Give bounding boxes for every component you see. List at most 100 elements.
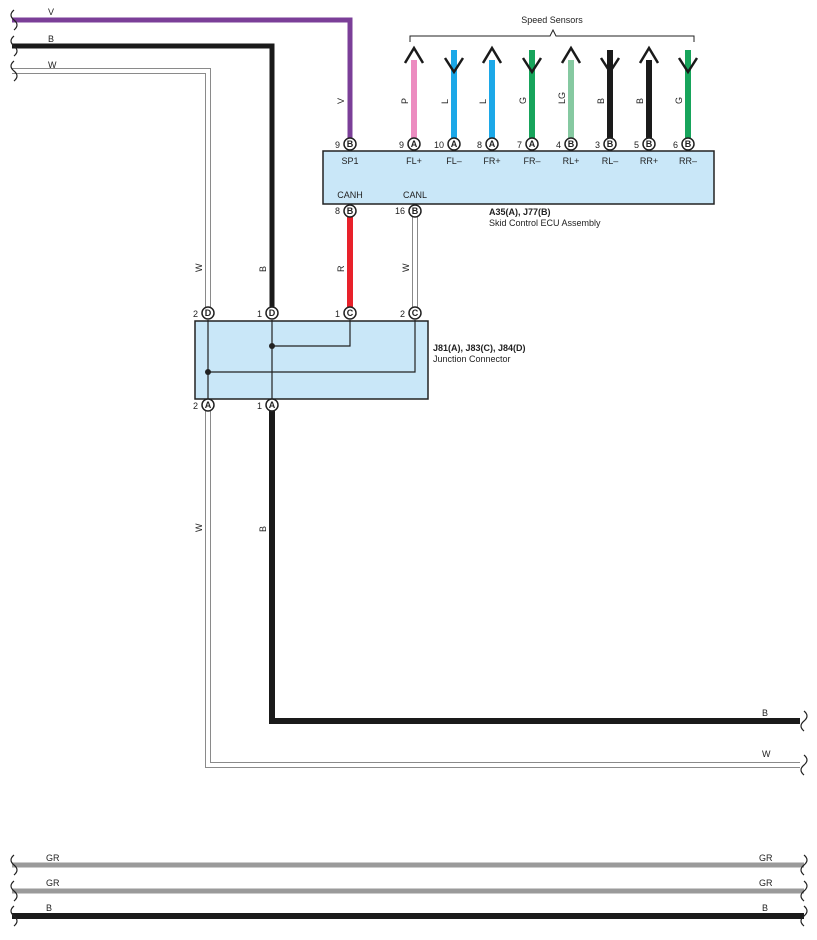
junction-node — [269, 343, 275, 349]
arrow-down-icon — [599, 57, 621, 75]
svg-text:A: A — [489, 139, 496, 149]
pin-rr-minus: 6 B RR– — [673, 137, 697, 166]
svg-text:B: B — [596, 98, 606, 104]
arrow-down-icon — [677, 57, 699, 75]
svg-text:B: B — [635, 98, 645, 104]
wire-w-lower — [205, 410, 800, 768]
wire-b-lower — [269, 410, 800, 724]
junction-bottom-pins: 2 A 1 A — [193, 398, 279, 412]
left-break-marks — [10, 9, 18, 82]
arrow-up-icon — [481, 45, 503, 64]
svg-text:GR: GR — [46, 878, 60, 888]
pin-rl-minus: 3 B RL– — [595, 137, 619, 166]
svg-text:B: B — [607, 139, 614, 149]
svg-text:2: 2 — [193, 401, 198, 411]
svg-text:LG: LG — [557, 92, 567, 104]
svg-text:B: B — [347, 206, 354, 216]
pin-fl-minus: 10 A FL– — [434, 137, 462, 166]
bottom-wires: GR GR GR GR B B — [12, 853, 804, 919]
svg-text:9: 9 — [335, 140, 340, 150]
ecu-name: Skid Control ECU Assembly — [489, 218, 601, 228]
label-wire-v-vertical: V — [336, 98, 346, 104]
svg-text:1: 1 — [335, 309, 340, 319]
ecu-code: A35(A), J77(B) — [489, 207, 551, 217]
bottom-break-marks — [10, 854, 808, 927]
pin-rr-plus: 5 B RR+ — [634, 137, 658, 166]
arrow-up-icon — [638, 45, 660, 64]
label-wire-w-vertical: W — [194, 263, 204, 272]
label-wire-b-lower: B — [258, 526, 268, 532]
svg-text:5: 5 — [634, 140, 639, 150]
junction-node — [205, 369, 211, 375]
svg-text:GR: GR — [46, 853, 60, 863]
svg-text:4: 4 — [556, 140, 561, 150]
svg-text:FR+: FR+ — [483, 156, 500, 166]
svg-text:P: P — [400, 98, 410, 104]
svg-text:G: G — [518, 97, 528, 104]
svg-text:RL–: RL– — [602, 156, 619, 166]
svg-text:2: 2 — [193, 309, 198, 319]
label-wire-b-vertical: B — [258, 266, 268, 272]
svg-text:B: B — [762, 903, 768, 913]
svg-text:10: 10 — [434, 140, 444, 150]
right-break-marks — [800, 710, 808, 776]
svg-text:A: A — [205, 400, 212, 410]
arrow-down-icon — [443, 57, 465, 75]
svg-text:B: B — [646, 139, 653, 149]
pin-sp1: 9 B SP1 — [335, 137, 359, 166]
wire-v-sp1 — [12, 17, 353, 142]
svg-text:1: 1 — [257, 401, 262, 411]
svg-text:D: D — [269, 308, 276, 318]
svg-text:CANL: CANL — [403, 190, 427, 200]
junction-internal-lines — [207, 320, 416, 400]
svg-text:A: A — [411, 139, 418, 149]
wire-b-junction — [12, 43, 275, 310]
svg-text:GR: GR — [759, 853, 773, 863]
svg-text:RR+: RR+ — [640, 156, 658, 166]
svg-text:FL–: FL– — [446, 156, 462, 166]
svg-text:C: C — [412, 308, 419, 318]
junction-name: Junction Connector — [433, 354, 511, 364]
svg-text:B: B — [685, 139, 692, 149]
svg-text:1: 1 — [257, 309, 262, 319]
label-wire-b-right: B — [762, 708, 768, 718]
label-wire-w-right: W — [762, 749, 771, 759]
svg-text:B: B — [568, 139, 575, 149]
svg-text:RL+: RL+ — [563, 156, 580, 166]
svg-text:A: A — [451, 139, 458, 149]
label-wire-canl-w: W — [401, 263, 411, 272]
svg-text:FL+: FL+ — [406, 156, 422, 166]
svg-text:G: G — [674, 97, 684, 104]
label-wire-b-top: B — [48, 34, 54, 44]
pin-rl-plus: 4 B RL+ — [556, 137, 580, 166]
svg-text:3: 3 — [595, 140, 600, 150]
svg-text:RR–: RR– — [679, 156, 697, 166]
arrow-up-icon — [403, 45, 425, 64]
label-wire-w-top: W — [48, 60, 57, 70]
svg-text:8: 8 — [335, 206, 340, 216]
ecu-top-pins: 9 B SP1 9 A FL+ 10 A FL– 8 A FR+ 7 A FR– — [335, 137, 697, 166]
svg-text:D: D — [205, 308, 212, 318]
label-wire-v: V — [48, 7, 54, 17]
svg-text:A: A — [529, 139, 536, 149]
svg-text:6: 6 — [673, 140, 678, 150]
svg-text:B: B — [347, 139, 354, 149]
ecu-bottom-pins: CANH 8 CANL 16 — [335, 190, 427, 216]
svg-text:16: 16 — [395, 206, 405, 216]
junction-connector-box — [194, 320, 429, 400]
arrow-up-icon — [560, 45, 582, 64]
speed-sensors-label: Speed Sensors — [521, 15, 583, 25]
svg-text:CANH: CANH — [337, 190, 363, 200]
svg-text:L: L — [440, 99, 450, 104]
pin-fr-plus: 8 A FR+ — [477, 137, 501, 166]
label-wire-r: R — [336, 265, 346, 272]
wire-w-junction — [12, 68, 211, 310]
svg-text:7: 7 — [517, 140, 522, 150]
svg-text:SP1: SP1 — [341, 156, 358, 166]
svg-text:GR: GR — [759, 878, 773, 888]
junction-top-pins: 2 D 1 D 1 C 2 C — [193, 306, 422, 320]
svg-text:B: B — [412, 206, 419, 216]
svg-text:A: A — [269, 400, 276, 410]
pin-fr-minus: 7 A FR– — [517, 137, 541, 166]
svg-text:L: L — [478, 99, 488, 104]
